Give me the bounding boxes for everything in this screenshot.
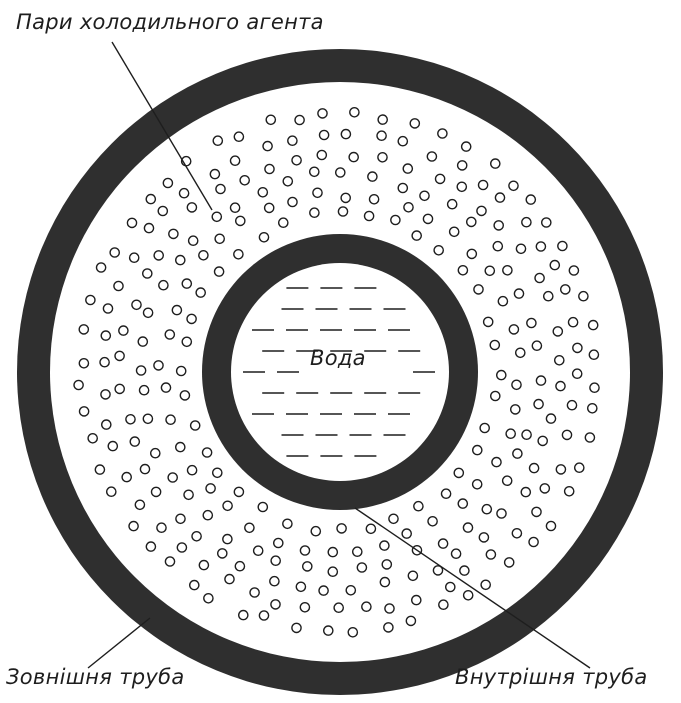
inner-pipe-label: Внутрішня труба bbox=[455, 665, 648, 689]
outer-pipe-leader bbox=[88, 618, 150, 668]
refrigerant-vapor-label: Пари холодильного агента bbox=[16, 10, 324, 34]
outer-pipe-label: Зовнішня труба bbox=[6, 665, 185, 689]
water-label: Вода bbox=[310, 346, 366, 370]
